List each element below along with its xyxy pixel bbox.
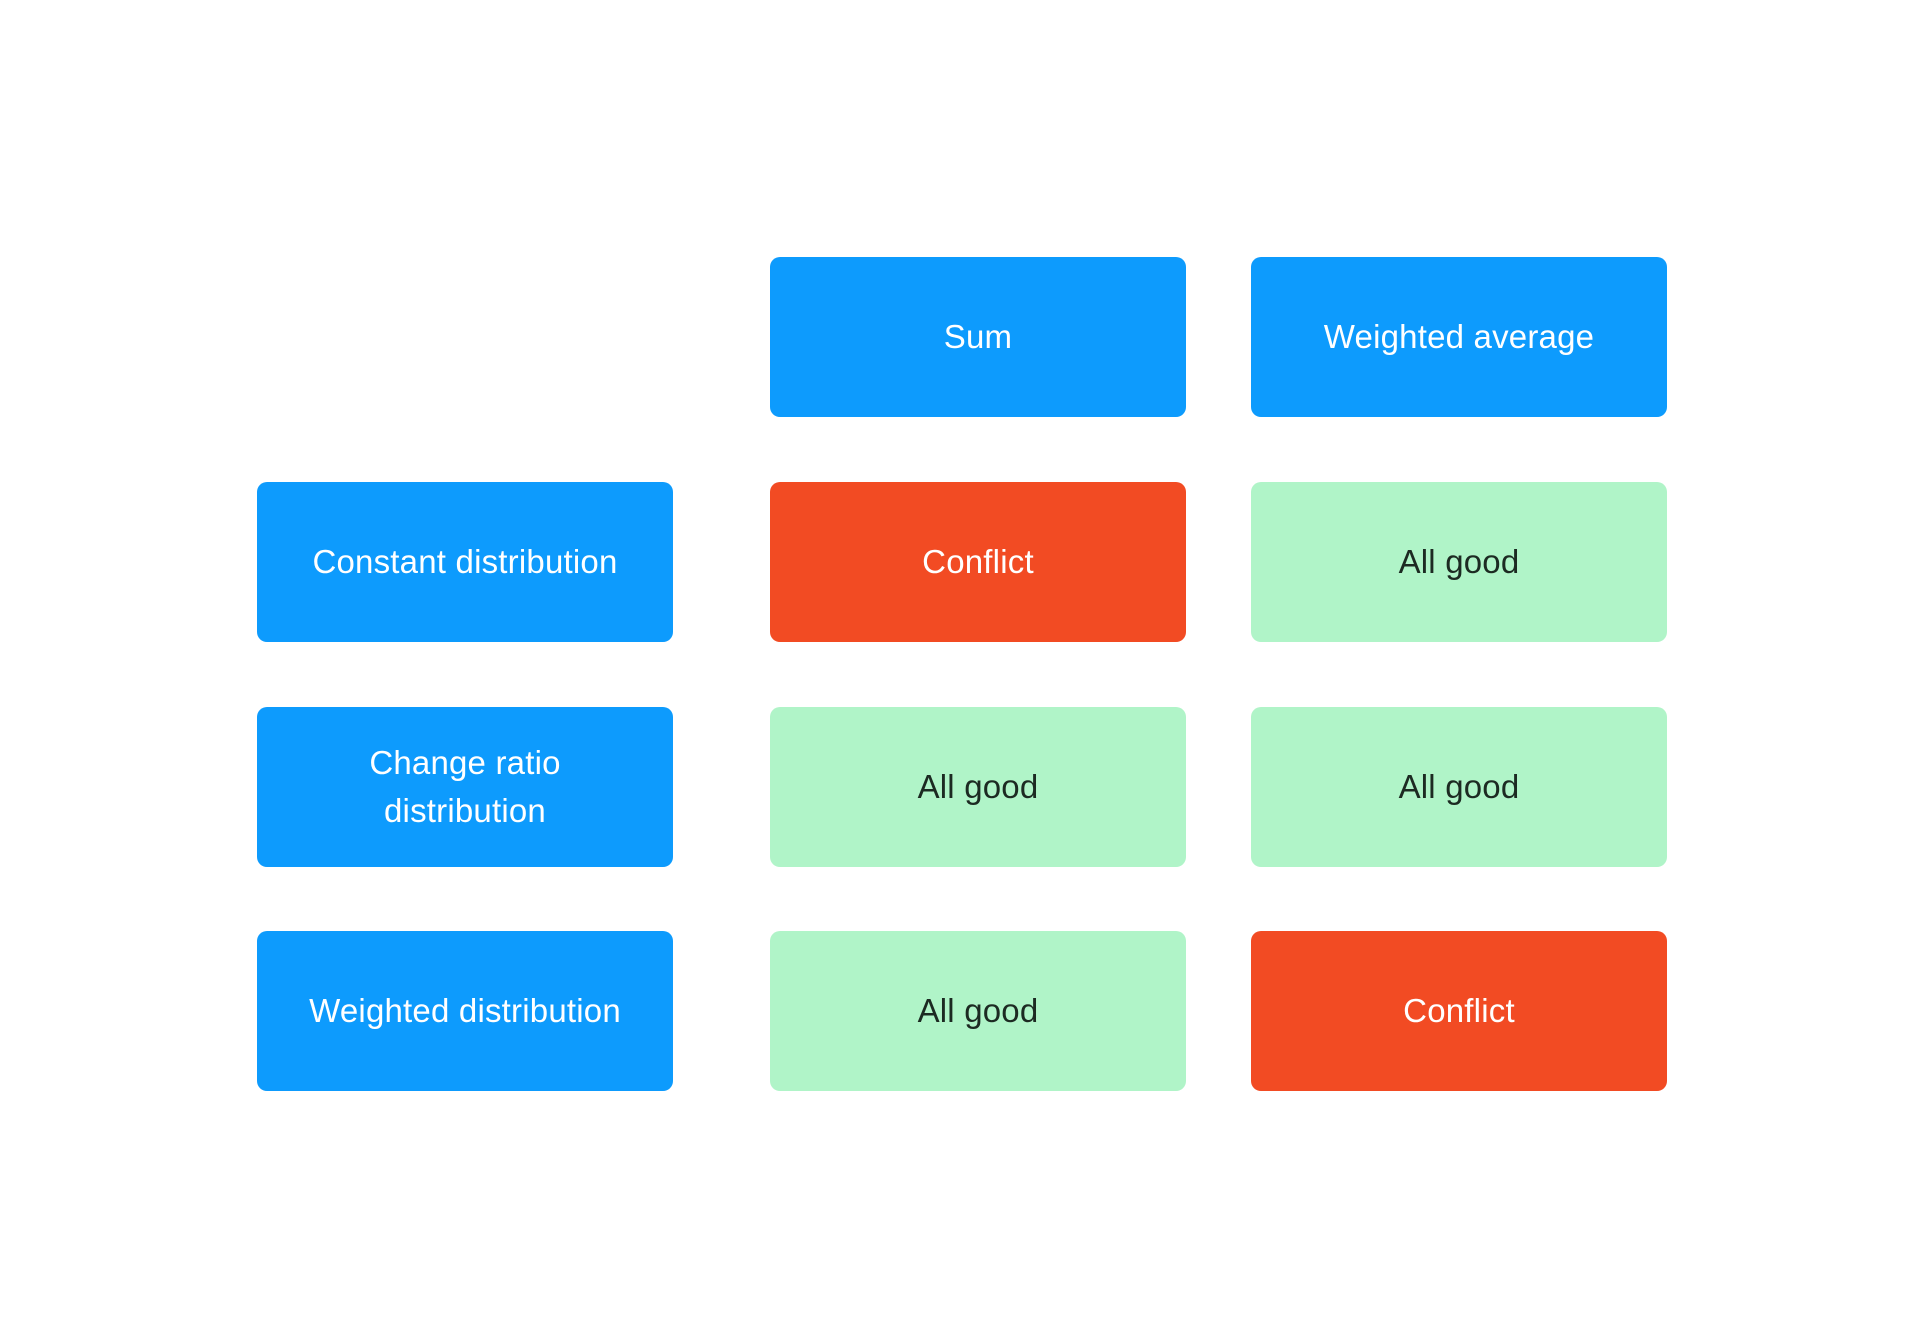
row-header-label: Constant distribution (312, 543, 618, 580)
cell-status: Conflict (922, 543, 1034, 580)
row-header-change-ratio-distribution: Change ratio distribution (257, 707, 673, 867)
cell-status: All good (1398, 768, 1520, 805)
cell-status: All good (917, 992, 1039, 1029)
cell-change-ratio-sum: All good (770, 707, 1186, 867)
row-header-label: Change ratio distribution (369, 744, 561, 829)
column-header-label: Sum (943, 318, 1013, 355)
row-header-weighted-distribution: Weighted distribution (257, 931, 673, 1091)
cell-weighted-weighted-average: Conflict (1251, 931, 1667, 1091)
row-header-label: Weighted distribution (309, 992, 621, 1029)
cell-weighted-sum: All good (770, 931, 1186, 1091)
column-header-sum: Sum (770, 257, 1186, 417)
cell-status: All good (917, 768, 1039, 805)
row-header-constant-distribution: Constant distribution (257, 482, 673, 642)
column-header-weighted-average: Weighted average (1251, 257, 1667, 417)
cell-constant-sum: Conflict (770, 482, 1186, 642)
cell-status: All good (1398, 543, 1520, 580)
cell-constant-weighted-average: All good (1251, 482, 1667, 642)
cell-change-ratio-weighted-average: All good (1251, 707, 1667, 867)
column-header-label: Weighted average (1323, 318, 1595, 355)
cell-status: Conflict (1403, 992, 1515, 1029)
